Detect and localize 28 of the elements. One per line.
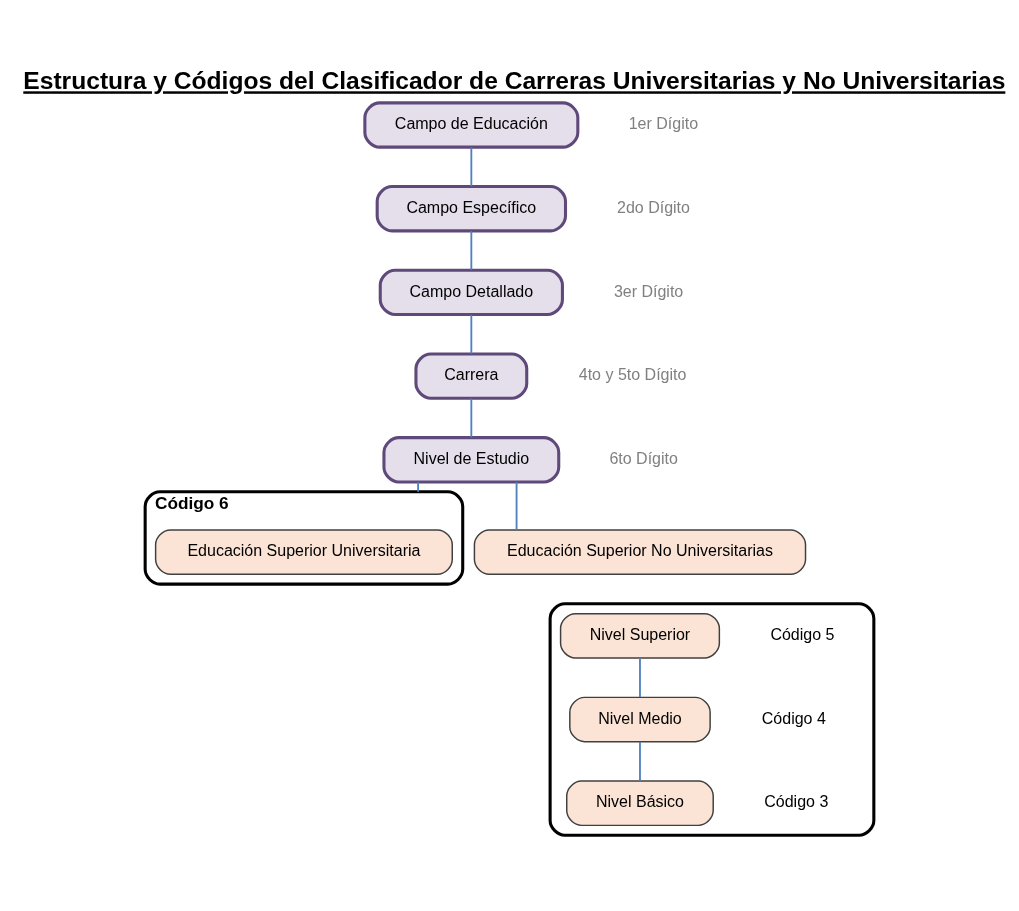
connector: [417, 481, 420, 493]
node-label: 3er Dígito: [613, 282, 684, 300]
node-label: Código 5: [770, 626, 835, 644]
connector: [639, 741, 641, 782]
connector: [470, 313, 473, 355]
connector: [470, 146, 473, 188]
node-box: Educación Superior Universitaria: [154, 529, 453, 575]
node-box: Educación Superior No Universitarias: [473, 529, 807, 575]
node-label: 2do Dígito: [617, 198, 690, 216]
node-box: Campo de Educación: [363, 101, 580, 149]
diagram-title: Estructura y Códigos del Clasificador de Carreras Universitarias y No Universitarias: [23, 67, 1006, 95]
cluster: [548, 602, 876, 837]
node-label: Código 3: [764, 793, 829, 811]
connector: [515, 481, 518, 531]
node-label: 6to Dígito: [609, 449, 678, 467]
connector: [470, 230, 473, 271]
node-box: Campo Específico: [375, 185, 568, 233]
connector: [639, 657, 641, 698]
node-box: Nivel de Estudio: [382, 436, 561, 484]
node-label: 4to y 5to Dígito: [578, 366, 687, 384]
node-box: Carrera: [414, 352, 529, 400]
node-label: 1er Dígito: [628, 115, 699, 133]
node-box: Nivel Superior: [559, 612, 721, 659]
connector: [470, 397, 473, 439]
node-label: Código 4: [761, 709, 826, 727]
node-box: Nivel Básico: [566, 780, 714, 827]
node-box: Campo Detallado: [378, 268, 564, 317]
node-box: Nivel Medio: [569, 696, 711, 743]
